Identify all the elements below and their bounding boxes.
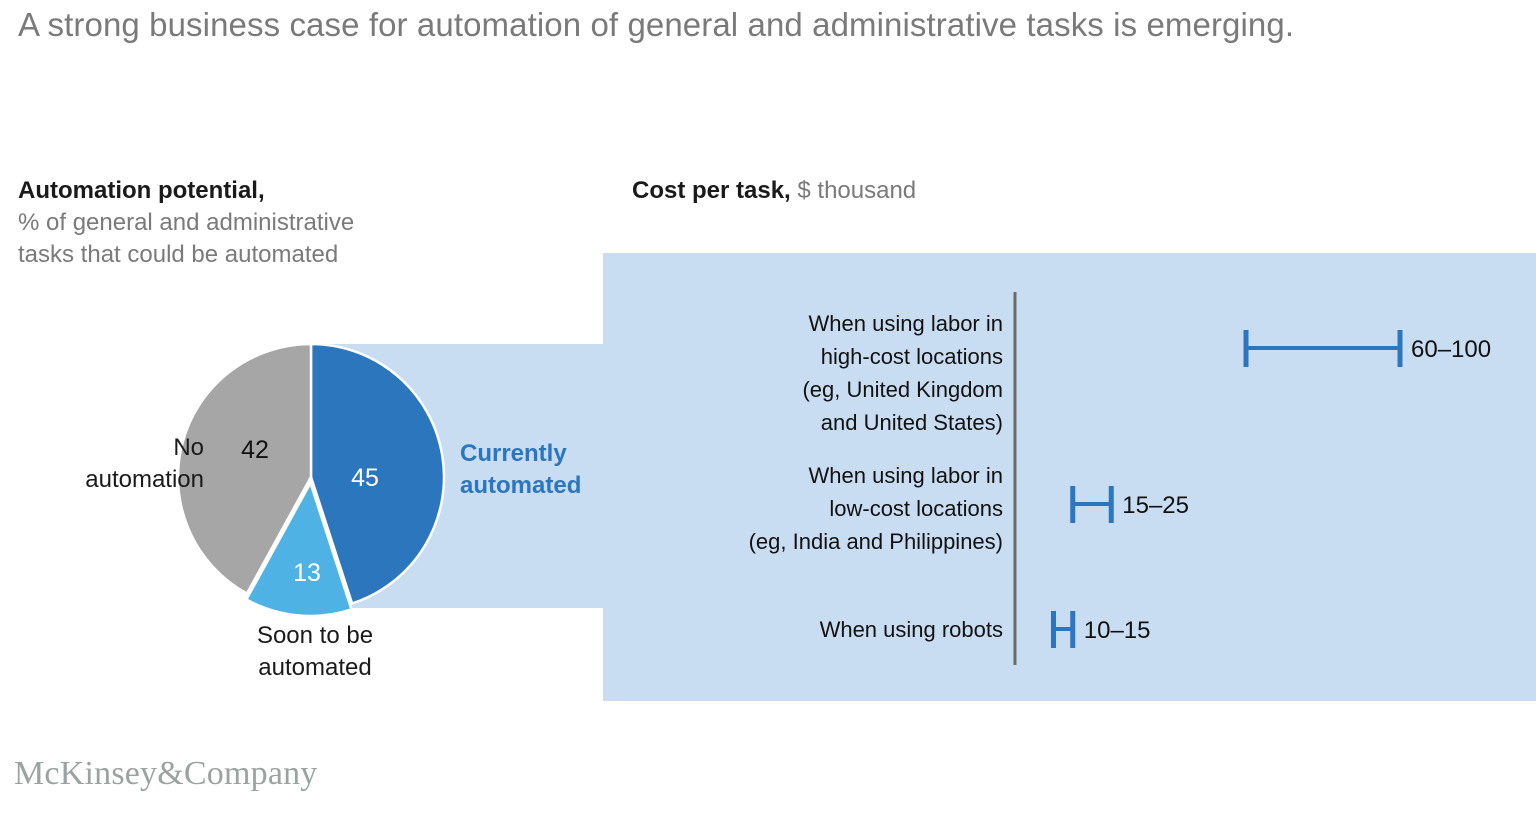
range-bar-high-cost [1243, 330, 1403, 367]
range-row-label-high-cost: When using labor in [809, 311, 1003, 336]
range-bar-low-cost [1070, 486, 1114, 523]
range-row-low-cost: When using labor in low-cost locations (… [749, 463, 1189, 554]
cost-per-task-range-chart: When using labor in high-cost locations … [749, 292, 1491, 665]
range-value-high-cost: 60–100 [1411, 336, 1491, 363]
range-row-label-high-cost: high-cost locations [821, 344, 1003, 369]
pie-label-soon-to-be-automated: Soon to be automated [200, 620, 430, 684]
mckinsey-logo: McKinsey&Company [14, 755, 318, 792]
range-row-label-high-cost: and United States) [821, 410, 1003, 435]
range-row-label-low-cost: When using labor in [809, 463, 1003, 488]
range-row-robots: When using robots 10–15 [820, 611, 1151, 648]
range-row-high-cost: When using labor in high-cost locations … [802, 311, 1491, 435]
range-bar-robots [1051, 611, 1076, 648]
pie-value-soon-to-be-automated: 13 [293, 559, 321, 587]
pie-label-no-automation-line1: No [173, 434, 204, 461]
range-row-label-low-cost: low-cost locations [829, 496, 1003, 521]
left-panel-header: Automation potential, % of general and a… [18, 175, 578, 271]
range-value-robots: 10–15 [1084, 617, 1151, 644]
pie-label-soon-line2: automated [258, 654, 372, 681]
automation-potential-subheading-line1: % of general and administrative [18, 209, 355, 236]
automation-potential-pie-chart: 45 42 13 [176, 342, 446, 618]
pie-label-currently-line1: Currently [460, 440, 567, 467]
pie-slice-soon-to-be-automated [244, 479, 354, 618]
automation-potential-subheading-line2: tasks that could be automated [18, 241, 339, 268]
pie-label-soon-line1: Soon to be [256, 622, 374, 649]
pie-value-currently-automated: 45 [351, 464, 379, 492]
pie-label-currently-automated: Currently automated [460, 438, 660, 502]
pie-slices [176, 342, 446, 618]
automation-potential-heading: Automation potential, [18, 177, 265, 204]
pie-label-no-automation-line2: automation [85, 466, 204, 493]
cost-per-task-unit: $ thousand [790, 177, 917, 204]
pie-label-currently-line2: automated [460, 472, 582, 499]
pie-label-no-automation: No automation [24, 432, 204, 496]
range-value-low-cost: 15–25 [1122, 492, 1189, 519]
range-row-label-high-cost: (eg, United Kingdom [802, 377, 1003, 402]
cost-per-task-heading: Cost per task, [632, 177, 791, 204]
range-row-label-robots: When using robots [820, 617, 1003, 642]
range-row-label-low-cost: (eg, India and Philippines) [749, 529, 1003, 554]
pie-slice-no-automation [176, 342, 313, 596]
pie-value-no-automation: 42 [241, 436, 269, 464]
pie-value-labels: 45 42 13 [241, 436, 379, 587]
page-title: A strong business case for automation of… [18, 6, 1295, 43]
pie-slice-currently-automated [309, 342, 446, 606]
right-panel-header: Cost per task, $ thousand [632, 175, 916, 207]
